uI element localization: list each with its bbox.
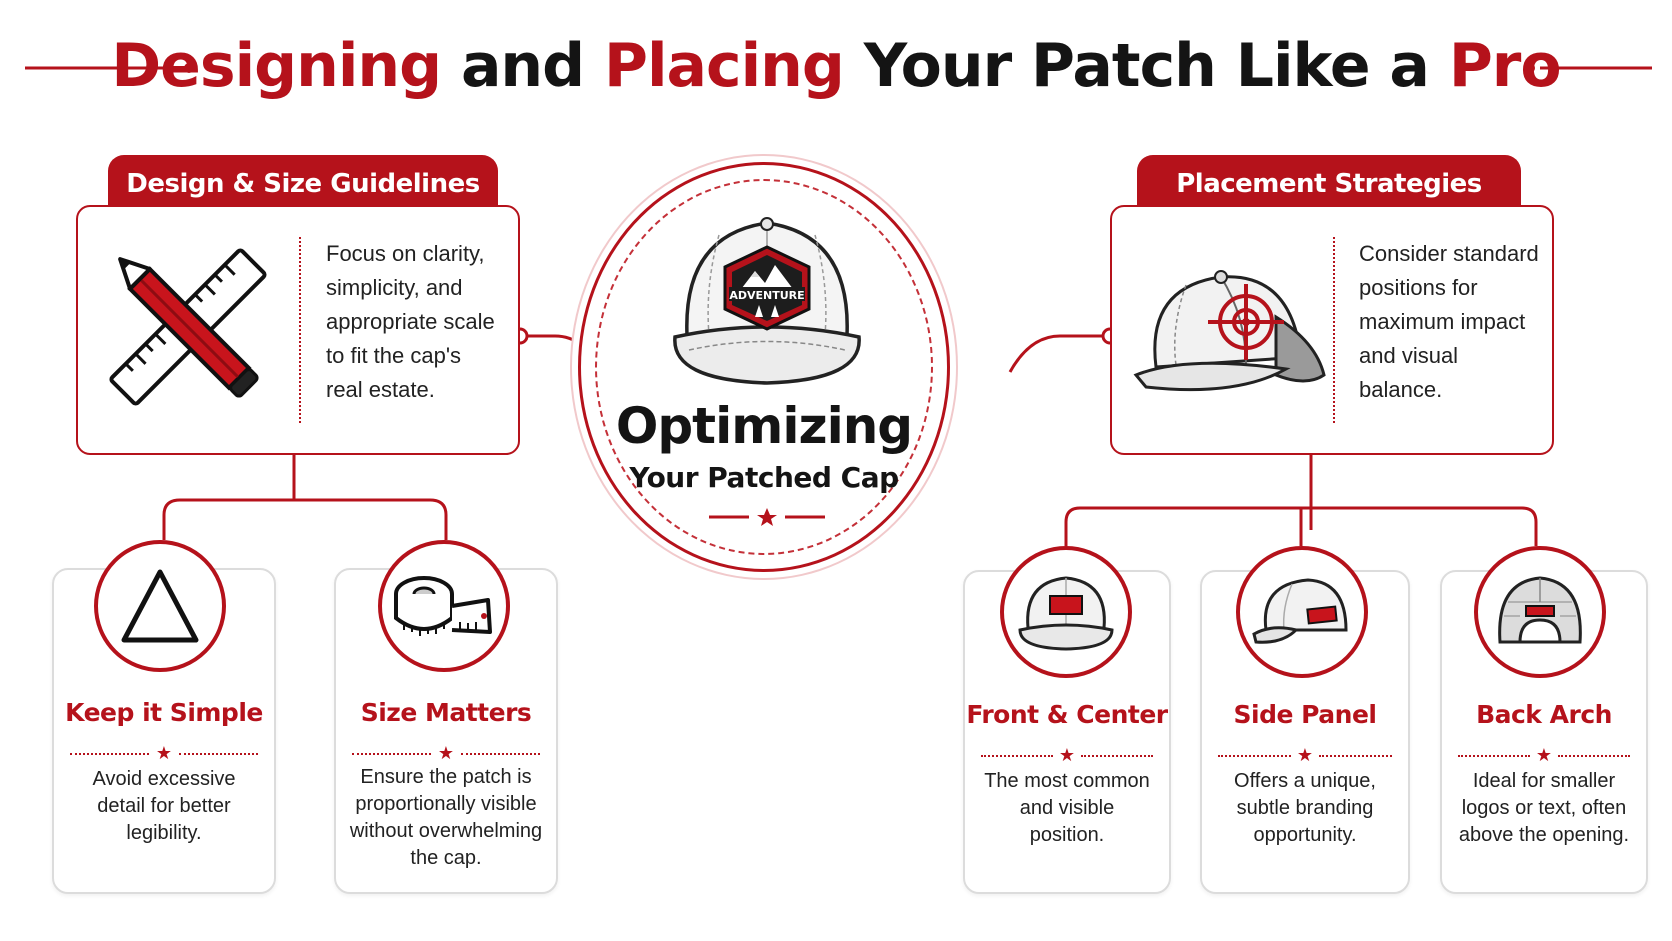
panel-divider bbox=[299, 237, 301, 423]
center-medallion: ADVENTURE Optimizing Your Patched Cap bbox=[578, 162, 950, 572]
medallion-back-arch bbox=[1474, 546, 1606, 678]
placement-strategies-text: Consider standard positions for maximum … bbox=[1359, 241, 1539, 402]
panel-divider bbox=[1333, 237, 1335, 423]
card-title: Size Matters bbox=[360, 698, 532, 727]
badge-text: ADVENTURE bbox=[729, 289, 804, 302]
cap-front-icon bbox=[1018, 576, 1114, 651]
card-separator: ★ bbox=[1458, 745, 1630, 765]
measuring-tape-icon bbox=[394, 576, 492, 636]
title-word-placing: Placing bbox=[603, 31, 845, 101]
title-word-designing: Designing bbox=[111, 31, 442, 101]
card-separator: ★ bbox=[1218, 745, 1392, 765]
title-word-and: and bbox=[460, 31, 585, 101]
cap-side-icon bbox=[1252, 578, 1348, 644]
placement-strategies-panel: Consider standard positions for maximum … bbox=[1110, 205, 1554, 455]
cap-target-icon bbox=[1126, 247, 1326, 412]
medallion-keep-it-simple bbox=[94, 540, 226, 672]
ruler-pencil-icon bbox=[108, 237, 268, 422]
placement-strategies-tab: Placement Strategies bbox=[1137, 155, 1521, 213]
card-title: Keep it Simple bbox=[65, 698, 263, 727]
medallion-side-panel bbox=[1236, 546, 1368, 678]
center-title: Optimizing bbox=[615, 397, 913, 455]
design-guidelines-panel: Focus on clarity, simplicity, and approp… bbox=[76, 205, 520, 455]
card-title: Side Panel bbox=[1233, 700, 1377, 729]
page-title: Designing and Placing Your Patch Like a … bbox=[0, 22, 1672, 110]
cap-back-icon bbox=[1498, 576, 1582, 644]
medallion-size-matters bbox=[378, 540, 510, 672]
card-separator: ★ bbox=[352, 743, 540, 763]
design-guidelines-tab: Design & Size Guidelines bbox=[108, 155, 498, 213]
card-title: Front & Center bbox=[966, 700, 1168, 729]
title-words-middle: Your Patch Like a bbox=[863, 31, 1430, 101]
medallion-front-center bbox=[1000, 546, 1132, 678]
center-dashed-ring bbox=[595, 179, 933, 555]
adventure-cap-icon: ADVENTURE bbox=[669, 205, 865, 400]
design-guidelines-text: Focus on clarity, simplicity, and approp… bbox=[326, 241, 495, 402]
center-star-divider bbox=[709, 507, 825, 527]
card-separator: ★ bbox=[70, 743, 258, 763]
center-subtitle: Your Patched Cap bbox=[629, 461, 899, 494]
card-separator: ★ bbox=[981, 745, 1153, 765]
title-word-pro: Pro bbox=[1448, 31, 1562, 101]
card-title: Back Arch bbox=[1476, 700, 1612, 729]
triangle-icon bbox=[121, 569, 199, 643]
